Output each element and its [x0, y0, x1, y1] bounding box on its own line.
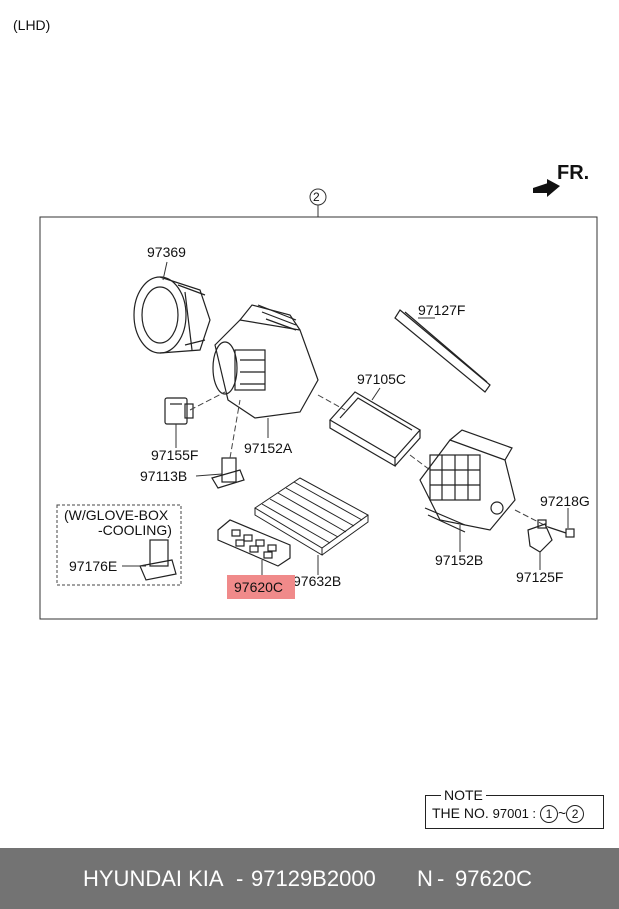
front-arrow-icon: [533, 179, 560, 197]
part-label-97155F[interactable]: 97155F: [151, 447, 199, 463]
note-prefix: THE NO.: [432, 805, 489, 821]
front-direction-label: FR.: [557, 162, 590, 184]
note-box: [425, 795, 604, 829]
resistor-97113B: [211, 457, 245, 489]
option-label-line2: -COOLING): [98, 522, 172, 538]
leader-97369: [162, 261, 168, 281]
leader-97113B: [195, 473, 223, 477]
footer-part-number: 97129B2000: [251, 866, 376, 891]
note-code: 97001 :: [492, 806, 537, 821]
footer-n-label: N: [417, 866, 433, 891]
assembly-ref-circle: [309, 188, 327, 206]
part-label-97176E[interactable]: 97176E: [69, 558, 118, 574]
part-label-97105C[interactable]: 97105C: [357, 371, 407, 387]
seal-strip-97127F: [394, 309, 491, 393]
cabin-filter-97632B: [254, 477, 369, 556]
option-frame: [56, 504, 182, 586]
footer-n-value: 97620C: [455, 866, 533, 891]
part-label-97113B[interactable]: 97113B: [140, 468, 188, 484]
filter-cover-97105C: [329, 391, 421, 468]
filter-frame-97620C: [217, 519, 291, 567]
note-to-circle: 2: [566, 805, 585, 824]
part-label-97632B[interactable]: 97632B: [293, 573, 342, 589]
leader-97105C: [371, 387, 381, 401]
blower-unit-97152B: [419, 429, 516, 533]
assembly-ref-number: 2: [313, 190, 320, 204]
note-text: THE NO. 97001 : 1~2: [432, 805, 585, 824]
part-label-97620C[interactable]: 97620C: [234, 579, 284, 595]
note-separator: ~: [557, 805, 567, 821]
footer-dash-2: -: [437, 866, 445, 891]
note-from-circle: 1: [539, 805, 558, 824]
highlighted-part-box: [227, 575, 295, 599]
part-label-97369[interactable]: 97369: [147, 244, 186, 260]
screw-97218G: [547, 526, 575, 538]
part-label-97152A[interactable]: 97152A: [244, 440, 293, 456]
intake-housing-97152A: [212, 304, 319, 419]
option-label-line1: (W/GLOVE-BOX: [62, 507, 171, 523]
actuator-97155F: [164, 397, 194, 425]
part-label-97127F[interactable]: 97127F: [418, 302, 466, 318]
part-label-97152B[interactable]: 97152B: [435, 552, 484, 568]
footer-brand: HYUNDAI KIA: [83, 866, 224, 891]
resistor-97176E: [139, 539, 177, 581]
note-title: NOTE: [441, 787, 486, 803]
part-label-97125F[interactable]: 97125F: [516, 569, 564, 585]
actuator-97125F: [527, 519, 553, 553]
footer-bar: HYUNDAI KIA - 97129B2000 N - 97620C: [0, 848, 619, 909]
footer-dash-1: -: [236, 866, 244, 891]
part-label-97218G[interactable]: 97218G: [540, 493, 590, 509]
variant-label: (LHD): [13, 17, 51, 33]
blower-ring-97369: [133, 276, 211, 354]
